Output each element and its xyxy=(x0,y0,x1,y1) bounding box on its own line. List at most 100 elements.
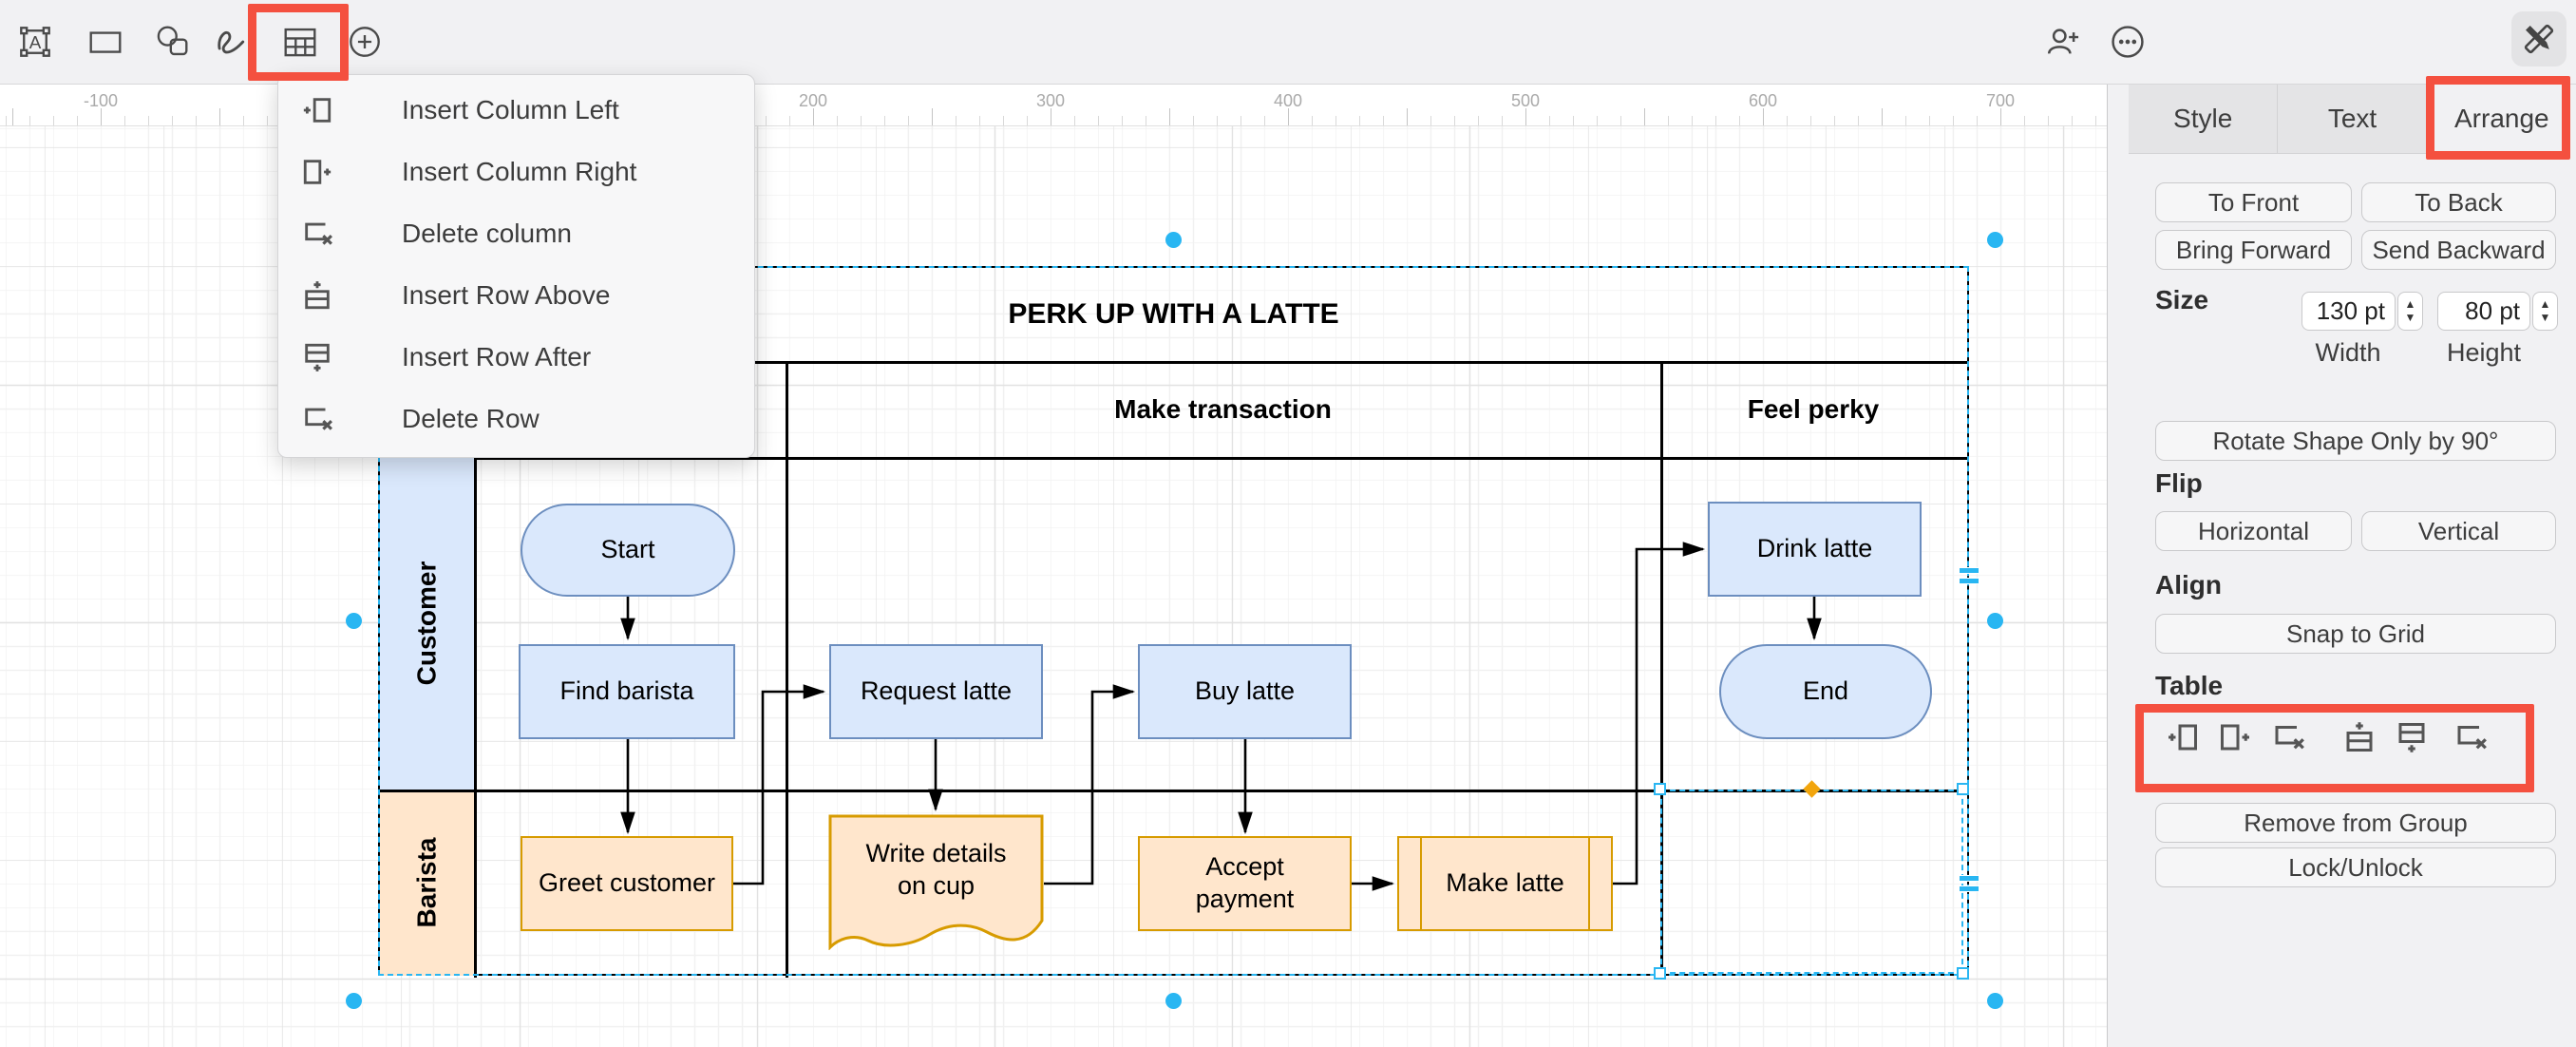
width-stepper[interactable]: ▲▼ xyxy=(2397,292,2423,331)
ruler-label: 500 xyxy=(1510,91,1541,110)
lock-unlock-button[interactable]: Lock/Unlock xyxy=(2155,847,2556,887)
flip-horizontal-button[interactable]: Horizontal xyxy=(2155,511,2352,551)
node-write-details-on-cup[interactable]: Write details on cup xyxy=(828,814,1044,950)
lane-divider xyxy=(380,790,1967,792)
selection-handle[interactable] xyxy=(346,613,362,629)
insert-row-after-icon xyxy=(305,343,330,372)
delete-row-icon xyxy=(305,408,333,430)
lane-label-customer: Customer xyxy=(411,561,442,686)
insert-column-right-icon[interactable] xyxy=(2214,716,2256,758)
menu-item-label: Insert Row Above xyxy=(402,279,611,310)
node-end[interactable]: End xyxy=(1719,644,1932,739)
menu-item-insert-column-right[interactable]: Insert Column Right xyxy=(278,141,754,202)
horizontal-ruler: -100 200 300 400 500 600 700 xyxy=(0,84,2107,126)
send-backward-button[interactable]: Send Backward xyxy=(2361,230,2556,270)
format-panel: Style Text Arrange To Front To Back Brin… xyxy=(2107,84,2576,1047)
shapes-icon[interactable] xyxy=(147,17,197,67)
table-dropdown-menu: Insert Column Left Insert Column Right D… xyxy=(277,74,755,458)
insert-column-left-icon[interactable] xyxy=(2162,716,2204,758)
cell-corner-handle[interactable] xyxy=(1654,967,1666,980)
node-buy-latte[interactable]: Buy latte xyxy=(1138,644,1352,739)
ruler-label: 700 xyxy=(1985,91,2016,110)
selection-handle[interactable] xyxy=(1987,993,2003,1009)
cell-corner-handle[interactable] xyxy=(1957,783,1969,795)
cell-corner-handle[interactable] xyxy=(1654,783,1666,795)
menu-item-insert-row-after[interactable]: Insert Row After xyxy=(278,326,754,388)
node-make-latte[interactable]: Make latte xyxy=(1397,836,1613,931)
rotate-shape-button[interactable]: Rotate Shape Only by 90° xyxy=(2155,421,2556,461)
document-shape xyxy=(828,814,1044,950)
width-input[interactable]: 130 pt xyxy=(2301,292,2396,331)
height-stepper[interactable]: ▲▼ xyxy=(2532,292,2558,331)
menu-item-insert-column-left[interactable]: Insert Column Left xyxy=(278,79,754,141)
table-tool-icon[interactable] xyxy=(275,17,325,67)
node-accept-payment[interactable]: Accept payment xyxy=(1138,836,1352,931)
snap-to-grid-button[interactable]: Snap to Grid xyxy=(2155,614,2556,654)
tab-style[interactable]: Style xyxy=(2129,84,2279,154)
ruler-label: 300 xyxy=(1035,91,1066,110)
node-label: Start xyxy=(600,535,655,564)
freehand-icon[interactable] xyxy=(207,17,256,67)
flip-vertical-button[interactable]: Vertical xyxy=(2361,511,2556,551)
lane-barista[interactable]: Barista xyxy=(380,790,474,976)
column-header-make-transaction[interactable]: Make transaction xyxy=(1114,393,1332,424)
to-back-button[interactable]: To Back xyxy=(2361,182,2556,222)
more-options-icon[interactable] xyxy=(2103,17,2152,67)
align-label: Align xyxy=(2155,570,2222,600)
insert-row-after-icon[interactable] xyxy=(2391,716,2433,758)
selection-handle[interactable] xyxy=(1165,232,1182,248)
insert-row-above-icon[interactable] xyxy=(2339,716,2380,758)
node-find-barista[interactable]: Find barista xyxy=(519,644,735,739)
node-request-latte[interactable]: Request latte xyxy=(829,644,1043,739)
lane-customer[interactable]: Customer xyxy=(380,457,474,790)
menu-item-delete-column[interactable]: Delete column xyxy=(278,202,754,264)
selection-handle[interactable] xyxy=(1987,232,2003,248)
menu-item-label: Insert Row After xyxy=(402,341,592,371)
node-label: Greet customer xyxy=(538,868,716,898)
node-label: Drink latte xyxy=(1756,534,1873,563)
node-label: Request latte xyxy=(860,676,1013,706)
width-label: Width xyxy=(2315,338,2381,367)
tab-arrange[interactable]: Arrange xyxy=(2427,84,2576,154)
tab-text[interactable]: Text xyxy=(2278,84,2428,154)
node-start[interactable]: Start xyxy=(521,504,735,597)
table-title[interactable]: PERK UP WITH A LATTE xyxy=(1008,298,1339,330)
table-line xyxy=(380,361,1967,364)
top-toolbar: A xyxy=(0,0,2576,85)
height-input[interactable]: 80 pt xyxy=(2437,292,2530,331)
ruler-label: 200 xyxy=(798,91,828,110)
menu-item-insert-row-above[interactable]: Insert Row Above xyxy=(278,264,754,326)
menu-item-delete-row[interactable]: Delete Row xyxy=(278,388,754,449)
node-greet-customer[interactable]: Greet customer xyxy=(521,836,733,931)
to-front-button[interactable]: To Front xyxy=(2155,182,2352,222)
delete-column-icon xyxy=(305,222,333,245)
share-icon[interactable] xyxy=(2038,17,2088,67)
column-header-feel-perky[interactable]: Feel perky xyxy=(1747,393,1880,424)
menu-item-label: Insert Column Left xyxy=(402,94,619,124)
flip-label: Flip xyxy=(2155,468,2203,498)
remove-from-group-button[interactable]: Remove from Group xyxy=(2155,803,2556,843)
delete-column-icon[interactable] xyxy=(2267,716,2309,758)
selection-handle[interactable] xyxy=(346,993,362,1009)
bring-forward-button[interactable]: Bring Forward xyxy=(2155,230,2352,270)
node-label: Write details on cup xyxy=(865,838,1007,900)
height-label: Height xyxy=(2446,338,2522,367)
svg-text:A: A xyxy=(29,32,42,52)
delete-row-icon[interactable] xyxy=(2450,716,2491,758)
node-drink-latte[interactable]: Drink latte xyxy=(1708,502,1922,597)
sketch-icon xyxy=(2524,24,2554,54)
node-label: Find barista xyxy=(559,676,694,706)
table-section-label: Table xyxy=(2155,671,2224,700)
lane-resize-handle[interactable] xyxy=(1959,567,1979,588)
insert-text-icon[interactable]: A xyxy=(10,17,60,67)
cell-corner-handle[interactable] xyxy=(1957,967,1969,980)
selection-handle[interactable] xyxy=(1987,613,2003,629)
lane-resize-handle[interactable] xyxy=(1959,875,1979,896)
rectangle-icon[interactable] xyxy=(81,17,130,67)
sketch-toggle-button[interactable] xyxy=(2511,11,2567,67)
ruler-label: 400 xyxy=(1273,91,1303,110)
insert-column-right-icon xyxy=(303,159,332,184)
selection-handle[interactable] xyxy=(1165,993,1182,1009)
add-icon[interactable] xyxy=(340,17,389,67)
insert-column-left-icon xyxy=(302,97,331,123)
